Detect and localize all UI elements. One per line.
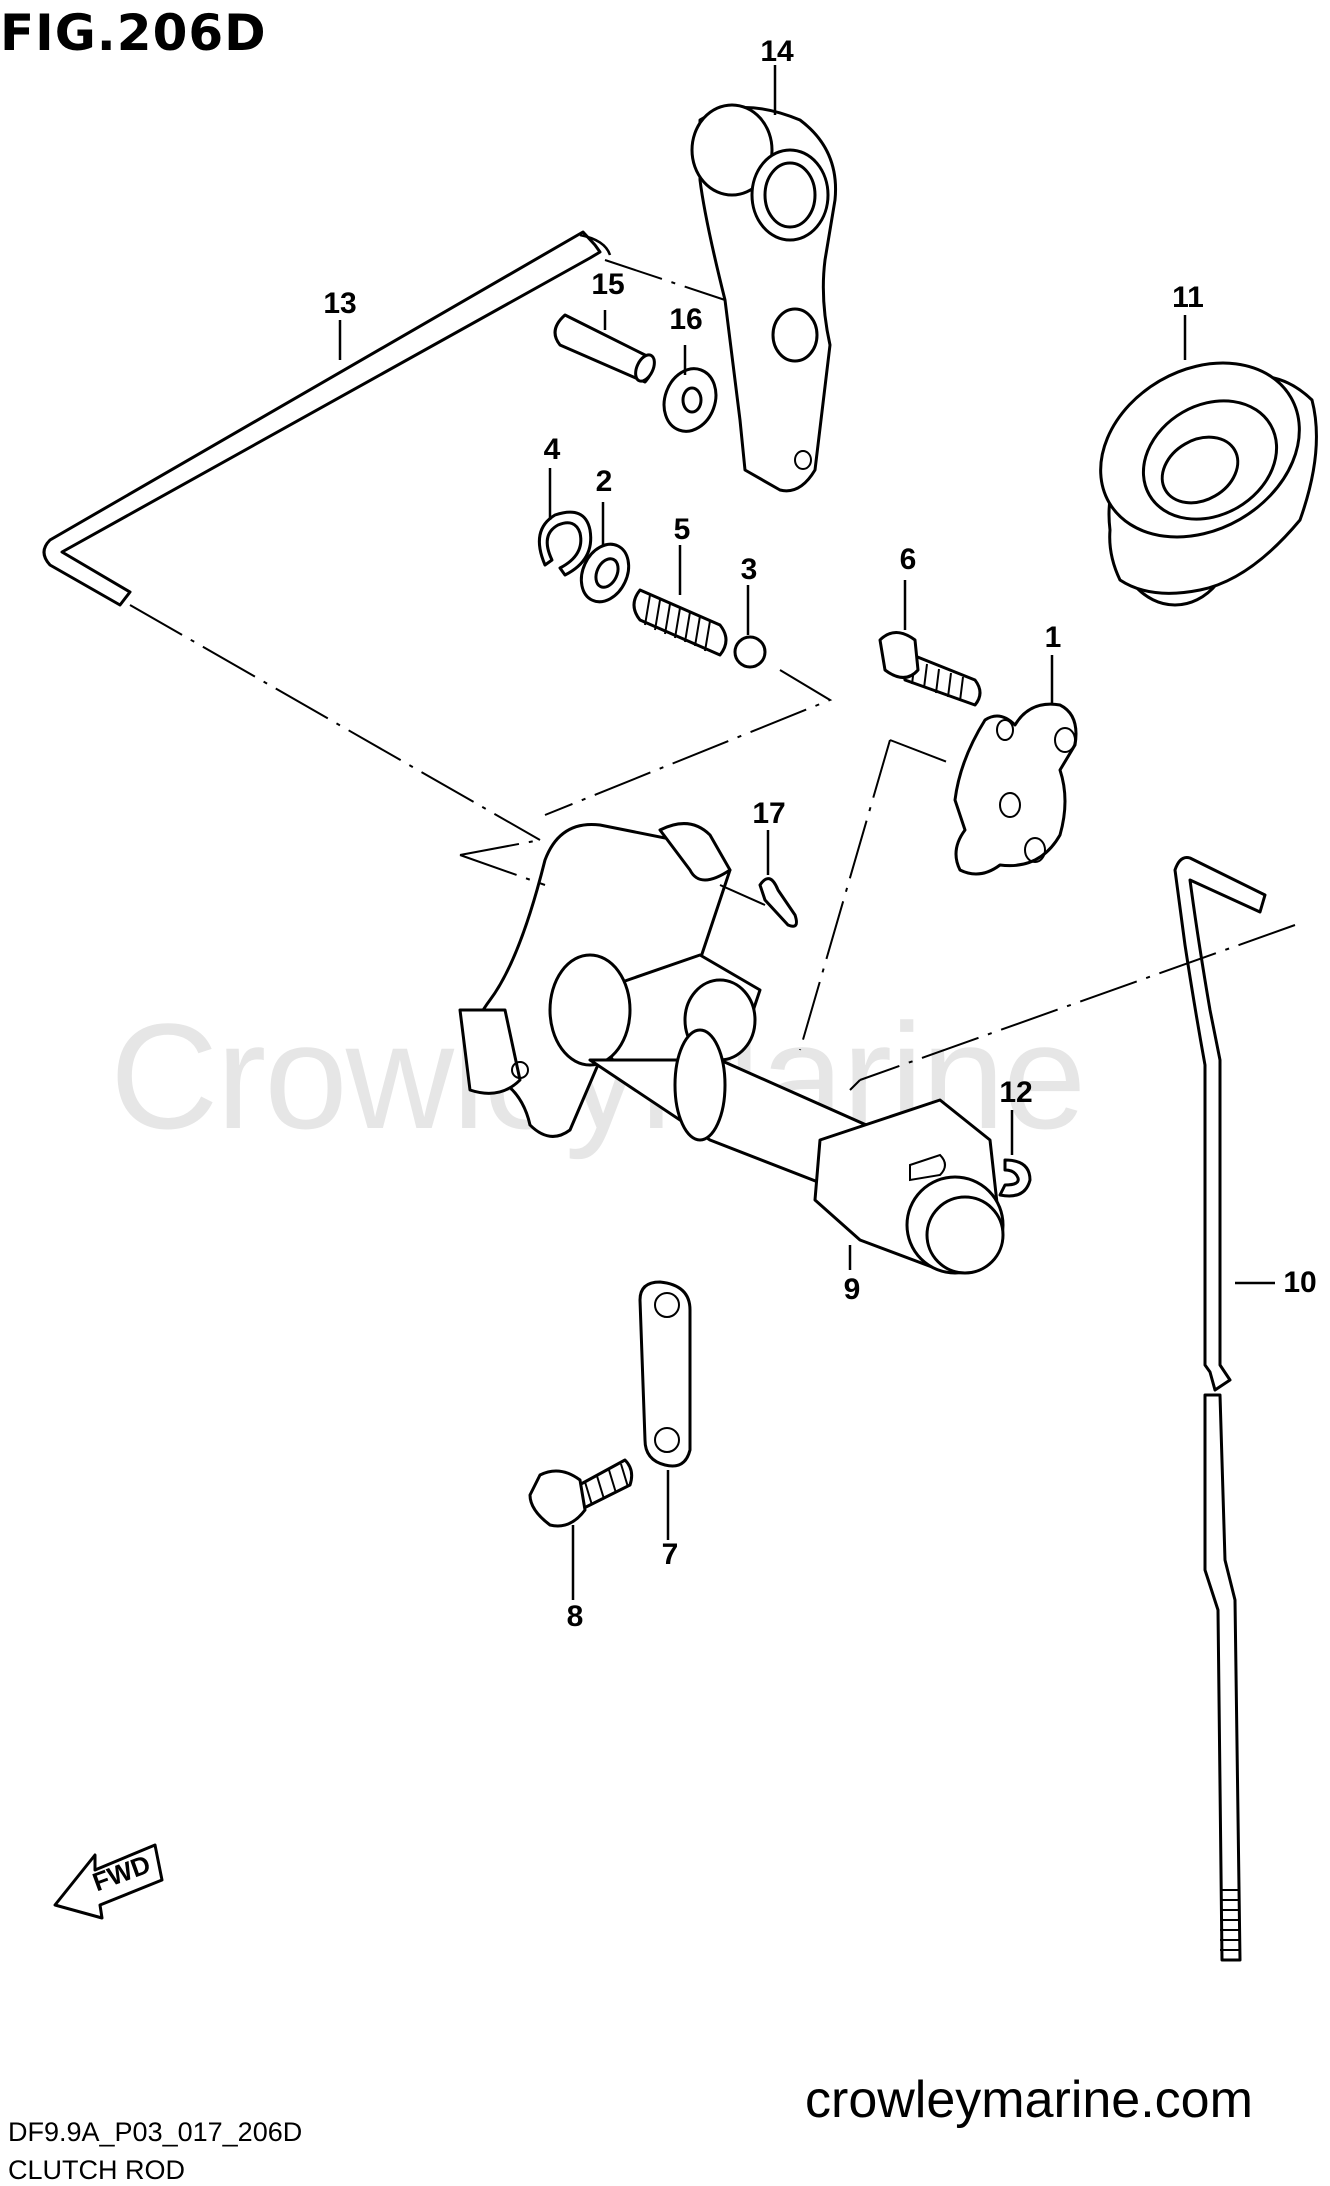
callout-8[interactable]: 8 <box>566 1600 584 1633</box>
callout-14[interactable]: 14 <box>760 35 794 68</box>
circlip-4 <box>537 510 593 577</box>
callout-15[interactable]: 15 <box>591 268 625 301</box>
callout-6[interactable]: 6 <box>899 543 917 576</box>
washer-16 <box>662 367 718 433</box>
callout-7[interactable]: 7 <box>661 1538 679 1571</box>
callout-9[interactable]: 9 <box>843 1273 861 1306</box>
lever-14 <box>690 103 838 493</box>
callout-11[interactable]: 11 <box>1172 281 1204 314</box>
washer-2 <box>579 542 631 604</box>
callout-13[interactable]: 13 <box>323 287 357 320</box>
link-plate-7 <box>638 1280 692 1468</box>
cotter-pin-17 <box>758 877 798 928</box>
ball-3 <box>733 635 767 669</box>
forward-arrow-icon <box>53 1843 164 1920</box>
callout-3[interactable]: 3 <box>740 553 758 586</box>
spring-5 <box>632 588 728 657</box>
pin-15 <box>553 313 656 384</box>
figure-title: FIG.206D <box>0 4 267 62</box>
leader-lines <box>338 65 1275 1600</box>
shaft-assembly-9 <box>458 822 1005 1275</box>
diagram-caption: CLUTCH ROD <box>8 2155 186 2185</box>
callout-1[interactable]: 1 <box>1044 621 1062 654</box>
assembly-lines <box>129 259 1296 1091</box>
rod-13 <box>42 230 612 607</box>
callout-10[interactable]: 10 <box>1283 1266 1317 1299</box>
clutch-rod-10 <box>1173 856 1267 1962</box>
callout-17[interactable]: 17 <box>752 797 786 830</box>
bolt-6 <box>878 631 982 707</box>
plate-1 <box>953 702 1078 876</box>
callout-2[interactable]: 2 <box>595 465 613 498</box>
diagram-code: DF9.9A_P03_017_206D <box>8 2117 303 2147</box>
clip-12 <box>998 1158 1032 1198</box>
grommet-11 <box>1099 361 1318 607</box>
callout-16[interactable]: 16 <box>669 303 703 336</box>
callout-5[interactable]: 5 <box>673 513 691 546</box>
callout-4[interactable]: 4 <box>543 433 561 466</box>
callout-12[interactable]: 12 <box>999 1076 1033 1109</box>
bolt-8 <box>528 1458 634 1528</box>
website-text[interactable]: crowleymarine.com <box>805 2071 1253 2129</box>
